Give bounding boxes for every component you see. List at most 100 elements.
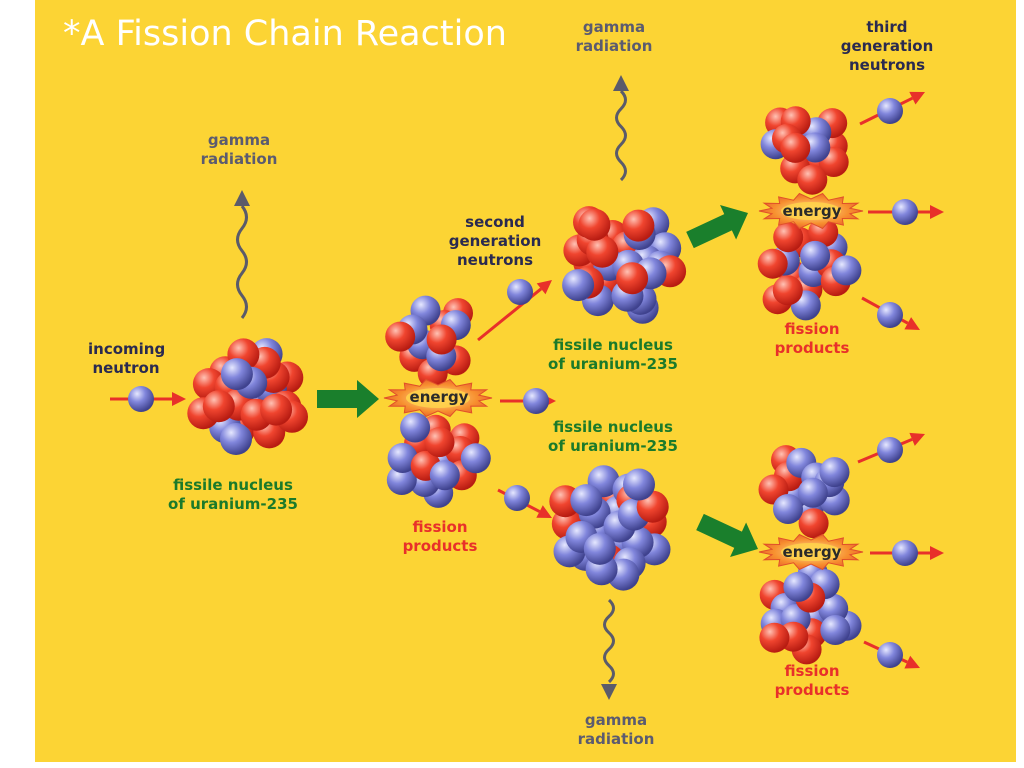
gamma-wave — [236, 205, 248, 319]
neutron-sphere — [220, 358, 253, 391]
energy-label-3: energy — [782, 543, 842, 561]
fissile-nucleus-label-1: fissile nucleus of uranium-235 — [168, 476, 298, 513]
gamma-ray-3 — [601, 598, 617, 700]
neutron-sphere — [583, 532, 616, 565]
proton-sphere — [773, 222, 804, 253]
uranium-nucleus-2 — [562, 206, 687, 324]
third-gen-neutron-4 — [877, 437, 903, 463]
neutron-sphere — [562, 269, 595, 302]
neutron-sphere — [429, 460, 460, 491]
gamma-ray-1 — [234, 190, 250, 319]
neutron-sphere — [820, 615, 851, 645]
second-generation-label: second generation neutrons — [448, 213, 542, 269]
proton-sphere — [578, 208, 611, 241]
green-arrow-shape — [686, 205, 749, 249]
proton-sphere — [780, 132, 811, 163]
neutron-sphere — [773, 494, 803, 524]
neutron-sphere — [570, 484, 603, 517]
fission-fragment-1b — [386, 412, 491, 508]
fission-products-label-2: fission products — [774, 320, 850, 357]
green-arrow-3 — [696, 513, 759, 557]
neutrons-layer — [128, 98, 918, 668]
third-gen-neutron-6 — [877, 642, 903, 668]
proton-sphere — [426, 324, 457, 355]
neutron-sphere — [783, 571, 814, 602]
arrow-head — [930, 546, 944, 560]
neutron-sphere — [220, 423, 252, 455]
fissile-nucleus-label-3: fissile nucleus of uranium-235 — [548, 418, 678, 455]
fission-products-label-3: fission products — [774, 662, 850, 699]
arrow-head — [909, 91, 925, 105]
gamma-arrow-head — [613, 75, 629, 91]
third-gen-neutron-1 — [877, 98, 903, 124]
energy-core — [406, 388, 470, 408]
fissile-nucleus-label-2: fissile nucleus of uranium-235 — [548, 336, 678, 373]
gamma-arrow-head — [601, 684, 617, 700]
proton-sphere — [385, 321, 416, 352]
green-arrow-1 — [317, 380, 379, 418]
neutron-sphere — [400, 412, 431, 443]
energy-burst-3 — [758, 533, 864, 571]
neutron-sphere — [623, 468, 655, 501]
green-arrow-shape — [317, 380, 379, 418]
proton-sphere — [772, 275, 803, 306]
energy-label-1: energy — [409, 388, 469, 406]
energy-layer — [383, 192, 864, 571]
nuclei-layer — [187, 106, 862, 665]
energy-core — [781, 543, 841, 561]
proton-sphere — [424, 427, 455, 458]
proton-sphere — [202, 390, 235, 423]
green-arrow-shape — [696, 513, 759, 557]
second-gen-neutron-1 — [507, 279, 533, 305]
energy-burst-2 — [758, 192, 864, 230]
green-arrow-2 — [686, 205, 749, 249]
neutron-sphere — [460, 443, 491, 474]
third-generation-label: third generation neutrons — [840, 18, 934, 74]
arrow-head — [904, 655, 920, 669]
fission-fragment-3b — [759, 558, 862, 665]
arrow-head — [904, 317, 920, 330]
gamma-layer — [234, 75, 629, 700]
proton-sphere — [757, 248, 788, 279]
arrow-head — [536, 505, 552, 518]
gamma-radiation-label-1: gamma radiation — [200, 131, 278, 168]
arrow-head — [172, 392, 186, 406]
proton-sphere — [797, 164, 828, 195]
fission-fragment-2b — [757, 217, 862, 321]
arrow-head — [536, 280, 552, 295]
proton-sphere — [586, 235, 619, 268]
fission-fragment-2a — [760, 106, 849, 195]
proton-sphere — [759, 622, 790, 653]
slide-title: *A Fission Chain Reaction — [63, 14, 507, 54]
uranium-nucleus-1 — [187, 338, 308, 455]
neutron-sphere — [797, 477, 828, 508]
third-gen-neutron-3 — [877, 302, 903, 328]
gamma-wave — [615, 89, 627, 182]
arrow-head — [930, 205, 944, 219]
energy-core — [781, 202, 841, 220]
proton-sphere — [260, 393, 293, 426]
gamma-arrow-head — [234, 190, 250, 206]
proton-sphere — [616, 262, 649, 295]
third-gen-neutron-2 — [892, 199, 918, 225]
incoming-neutron-label: incoming neutron — [88, 340, 166, 377]
gamma-wave — [603, 598, 615, 684]
neutron-sphere — [831, 255, 862, 286]
incoming-neutron — [128, 386, 154, 412]
gamma-ray-2 — [613, 75, 629, 182]
third-gen-neutron-5 — [892, 540, 918, 566]
uranium-nucleus-3 — [549, 465, 671, 591]
gamma-radiation-label-3: gamma radiation — [577, 711, 655, 748]
neutron-sphere — [386, 465, 417, 495]
proton-sphere — [622, 209, 655, 242]
neutron-sphere — [387, 443, 418, 473]
energy-burst-1 — [383, 378, 493, 418]
proton-sphere — [798, 508, 829, 539]
fission-fragment-3a — [758, 445, 850, 539]
fission-products-label-1: fission products — [402, 518, 478, 555]
energy-label-2: energy — [782, 202, 842, 220]
second-gen-neutron-3 — [504, 485, 530, 511]
neutron-sphere — [800, 240, 831, 271]
